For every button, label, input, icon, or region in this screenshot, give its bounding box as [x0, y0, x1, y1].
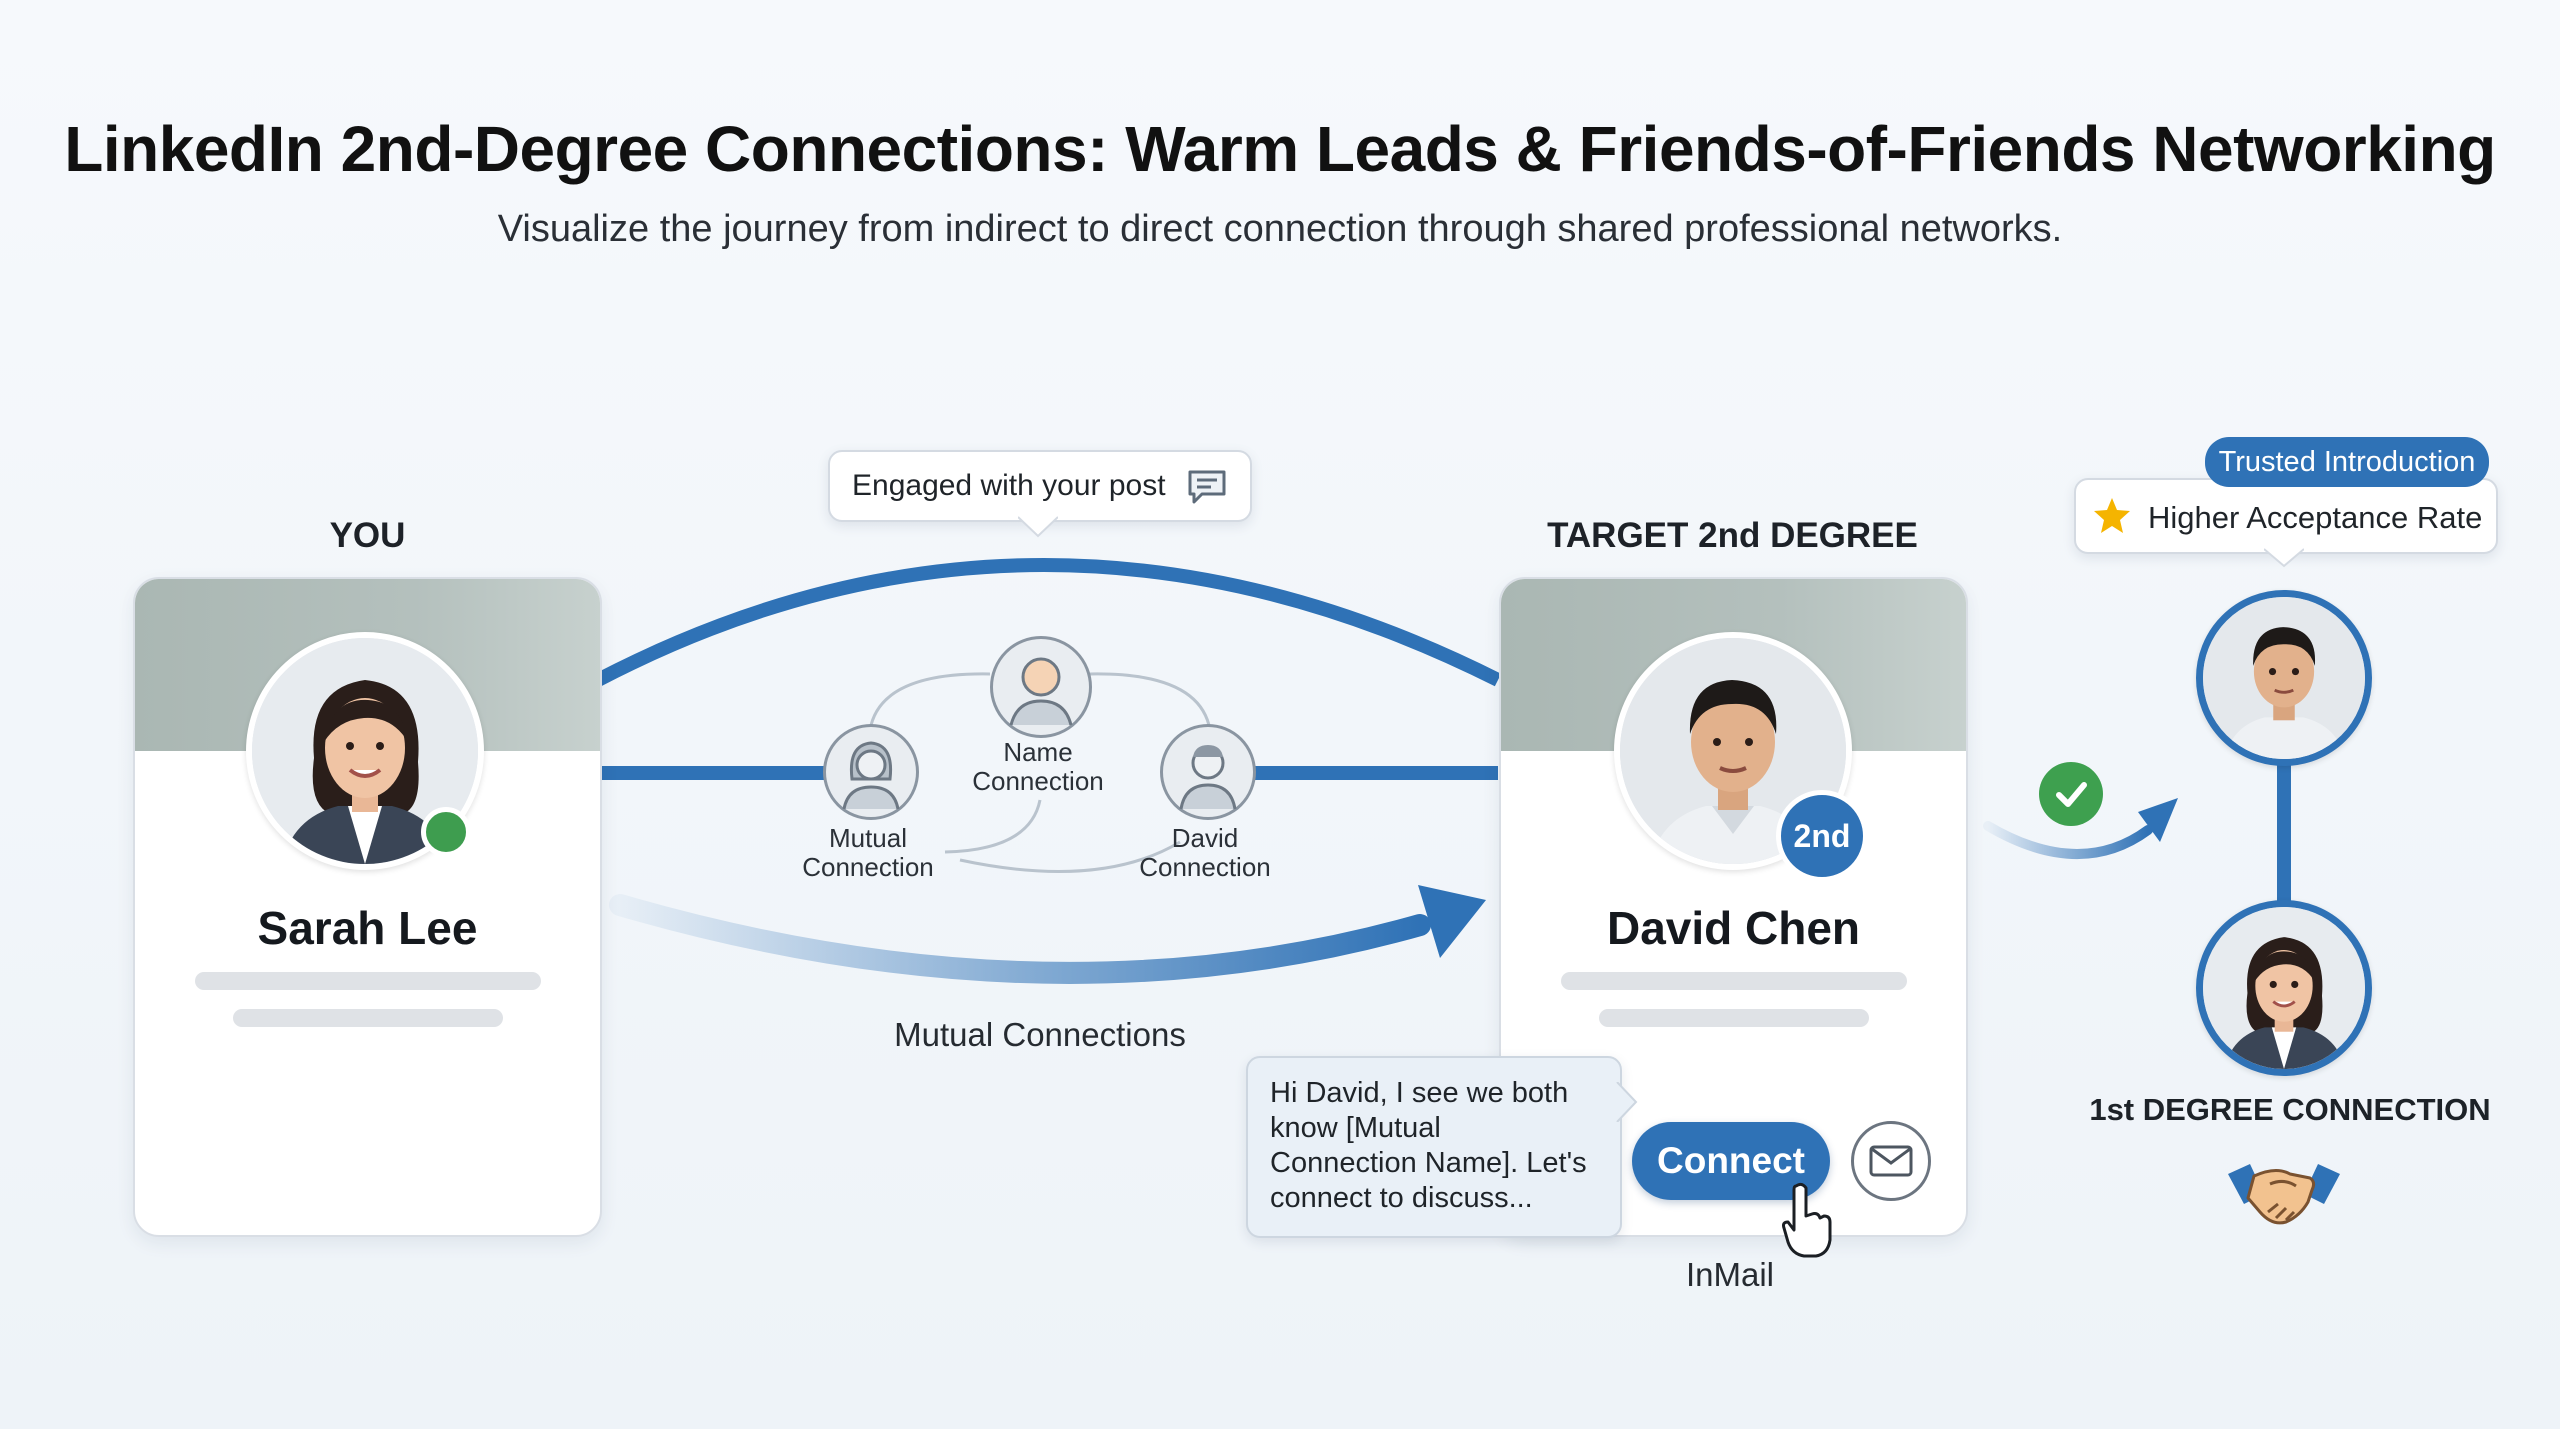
network-link-1: [868, 672, 991, 731]
acceptance-bubble-pointer: [2264, 548, 2304, 568]
you-label: YOU: [329, 516, 406, 555]
mutual-connections-arrowhead: [1418, 885, 1486, 958]
acceptance-rate-bubble: Higher Acceptance Rate: [2074, 478, 2498, 554]
target-headline-placeholder: [1561, 972, 1907, 990]
network-node-mutual-label: Mutual Connection: [802, 823, 934, 882]
network-link-4: [959, 840, 1181, 874]
pointer-hand-icon: [1782, 1182, 1832, 1258]
network-link-3: [944, 799, 1042, 854]
network-node-name: [990, 636, 1092, 738]
network-node-mutual: [823, 724, 919, 820]
person-outline-icon: [1009, 657, 1073, 726]
network-node-david-label: David Connection: [1139, 823, 1271, 882]
connection-message-bubble: Hi David, I see we both know [Mutual Con…: [1246, 1056, 1622, 1238]
you-name: Sarah Lee: [257, 902, 478, 954]
page-title: LinkedIn 2nd-Degree Connections: Warm Le…: [64, 113, 2496, 185]
first-degree-avatar-david: [2196, 590, 2372, 766]
to-first-degree-arrowhead: [2138, 798, 2178, 842]
network-node-name-label: Name Connection: [972, 737, 1104, 796]
mutual-connections-label: Mutual Connections: [894, 1016, 1186, 1053]
acceptance-rate-text: Higher Acceptance Rate: [2148, 500, 2483, 535]
post-engagement-text: Engaged with your post: [852, 469, 1166, 502]
envelope-icon: [1869, 1145, 1913, 1177]
post-engagement-bubble: Engaged with your post: [828, 450, 1252, 522]
first-degree-avatar-sarah: [2196, 900, 2372, 1076]
target-name: David Chen: [1606, 902, 1861, 954]
woman-portrait-icon: [2203, 907, 2365, 1069]
man-outline-icon: [1179, 745, 1237, 810]
man-portrait-icon: [2203, 597, 2365, 759]
success-check-icon: [2039, 762, 2103, 826]
woman-outline-icon: [842, 741, 900, 810]
connection-message-text: Hi David, I see we both know [Mutual Con…: [1270, 1077, 1587, 1214]
target-label: TARGET 2nd DEGREE: [1547, 516, 1918, 555]
mutual-connections-arrow: [609, 894, 1431, 984]
network-link-2: [1089, 672, 1212, 731]
you-subline-placeholder: [233, 1009, 503, 1027]
online-status-dot: [421, 807, 471, 857]
page-subtitle: Visualize the journey from indirect to d…: [497, 208, 2063, 250]
inmail-button[interactable]: [1851, 1121, 1931, 1201]
second-degree-badge: 2nd: [1776, 790, 1868, 882]
target-subline-placeholder: [1599, 1009, 1869, 1027]
comment-icon: [1188, 470, 1226, 504]
to-first-degree-arrow: [1983, 821, 2153, 859]
you-headline-placeholder: [195, 972, 541, 990]
inmail-label: InMail: [1685, 1256, 1775, 1293]
star-icon: [2094, 498, 2130, 533]
handshake-icon: [2228, 1164, 2340, 1225]
trusted-introduction-badge: Trusted Introduction: [2205, 437, 2489, 487]
bubble-pointer: [1018, 516, 1058, 538]
engagement-arc: [594, 558, 1502, 687]
message-bubble-pointer: [1616, 1082, 1638, 1122]
first-degree-label: 1st DEGREE CONNECTION: [2089, 1092, 2491, 1127]
network-node-david: [1160, 724, 1256, 820]
